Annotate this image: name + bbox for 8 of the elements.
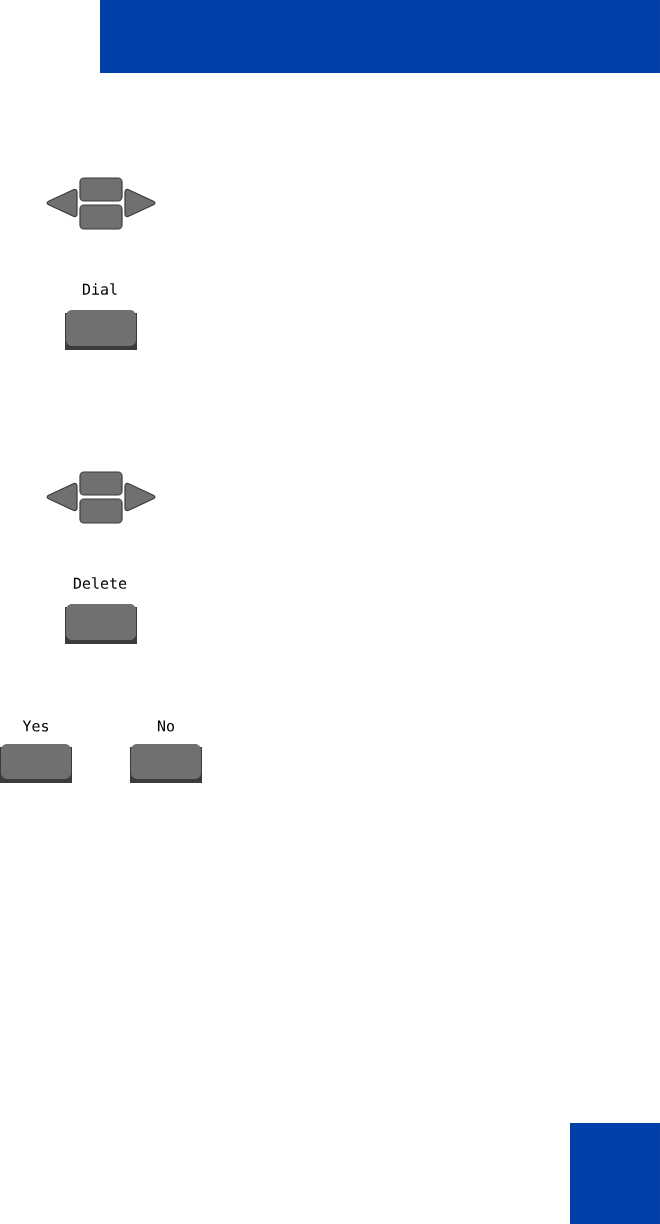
node-label: No [157, 720, 175, 732]
node-label: Dial [82, 283, 117, 295]
node-label: Yes [22, 720, 49, 732]
soft-key: No [130, 720, 202, 783]
node-label: Delete [73, 577, 127, 589]
soft-key: Dial [65, 283, 137, 350]
soft-key: Yes [0, 720, 72, 783]
soft-key: Delete [65, 577, 137, 644]
